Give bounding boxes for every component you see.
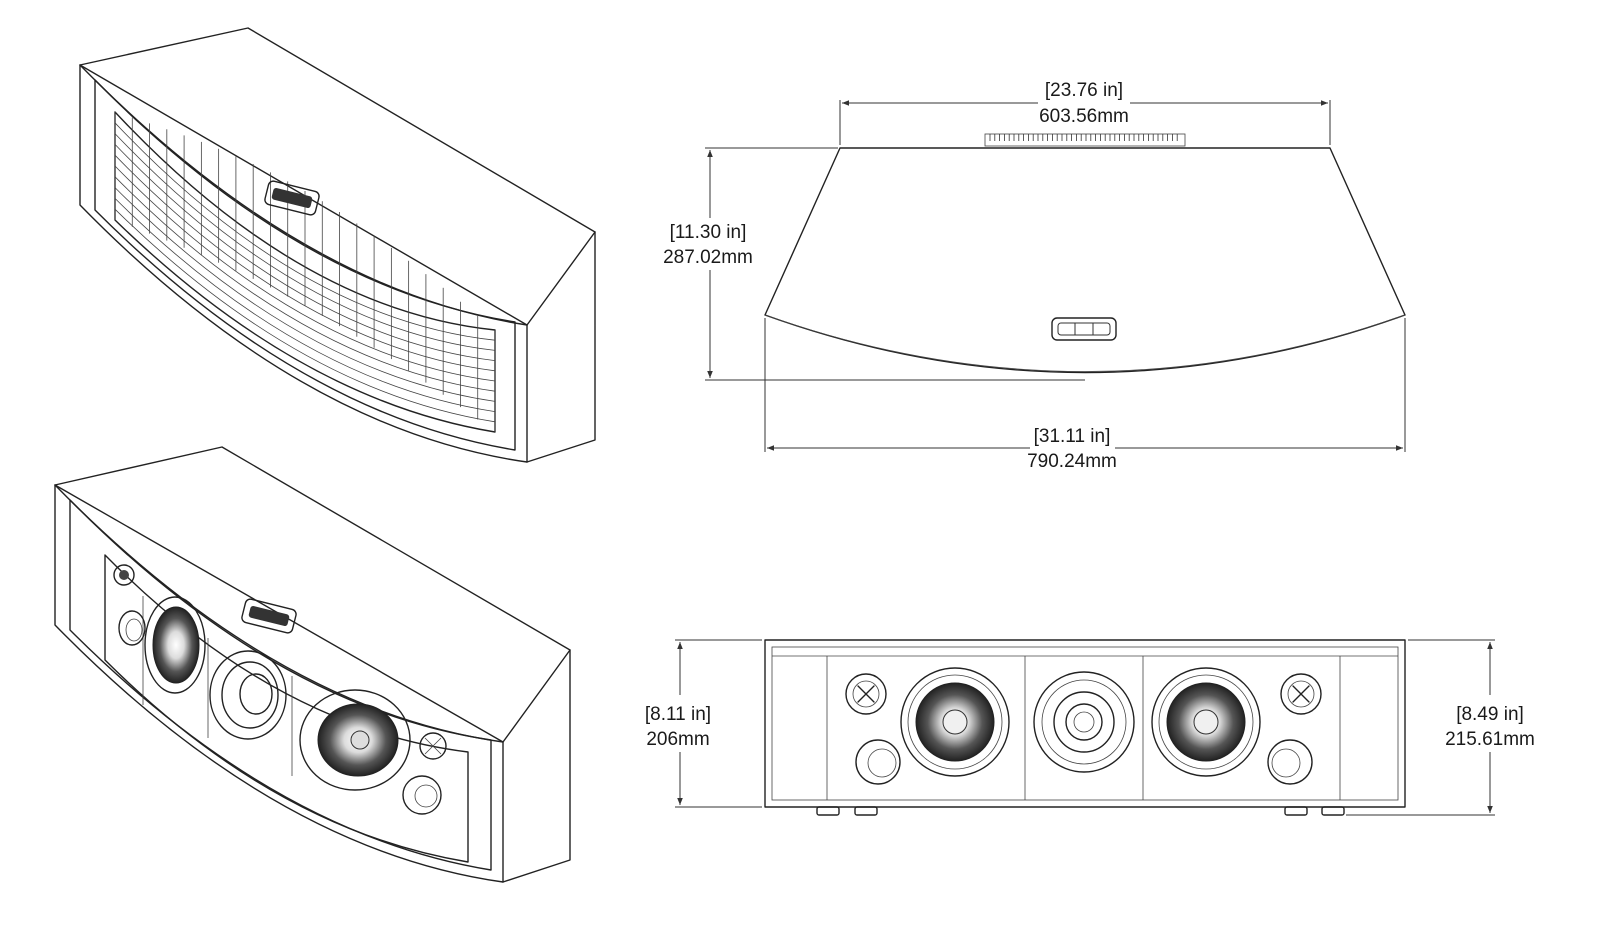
top-view: [23.76 in] 603.56mm [11.30 in] 287.02mm … xyxy=(663,80,1406,472)
tweeter-right-icon xyxy=(419,732,447,760)
tweeter-icon xyxy=(113,564,135,586)
woofer-left-icon xyxy=(900,667,1010,777)
logo-badge-2 xyxy=(241,598,297,634)
grille-line xyxy=(114,198,496,412)
grille-line xyxy=(114,208,496,423)
midrange-icon xyxy=(1033,671,1135,773)
top-width-imperial: [23.76 in] xyxy=(1045,80,1123,101)
grille-line xyxy=(114,187,496,402)
tweeter-right-icon xyxy=(1280,673,1322,715)
height-metric: 287.02mm xyxy=(663,247,753,268)
rear-terminal-strip xyxy=(984,133,1186,147)
grille-line xyxy=(114,144,496,361)
logo-badge xyxy=(264,180,320,216)
grille-pattern xyxy=(114,112,496,432)
grille-line xyxy=(114,165,496,382)
full-width-imperial: [31.11 in] xyxy=(1034,426,1111,447)
grille-line xyxy=(114,133,496,351)
grille-line xyxy=(114,176,496,392)
woofer-right-icon xyxy=(1151,667,1261,777)
logo-badge-top xyxy=(1051,317,1117,341)
port-left-icon xyxy=(855,739,901,785)
height-imperial: [11.30 in] xyxy=(670,222,747,243)
grille-line xyxy=(114,122,496,341)
front-left-imperial: [8.11 in] xyxy=(645,704,711,725)
front-left-metric: 206mm xyxy=(646,729,709,750)
front-right-imperial: [8.49 in] xyxy=(1456,704,1524,725)
port-right-icon xyxy=(1267,739,1313,785)
tweeter-left-icon xyxy=(845,673,887,715)
woofer-right-icon xyxy=(299,689,411,791)
front-view: [8.11 in] 206mm [8.49 in] 215.61mm xyxy=(645,639,1535,816)
grille-line xyxy=(114,154,496,372)
port-right-icon xyxy=(402,775,442,815)
full-width-metric: 790.24mm xyxy=(1027,451,1117,472)
top-width-metric: 603.56mm xyxy=(1039,106,1129,127)
terminal-body xyxy=(984,133,1186,147)
feet xyxy=(816,806,1345,816)
port-icon xyxy=(118,610,146,646)
midrange-icon xyxy=(209,650,287,740)
isometric-view-grille xyxy=(79,27,596,463)
woofer-left-icon xyxy=(144,596,206,694)
isometric-view-drivers xyxy=(54,446,571,883)
front-right-metric: 215.61mm xyxy=(1445,729,1535,750)
